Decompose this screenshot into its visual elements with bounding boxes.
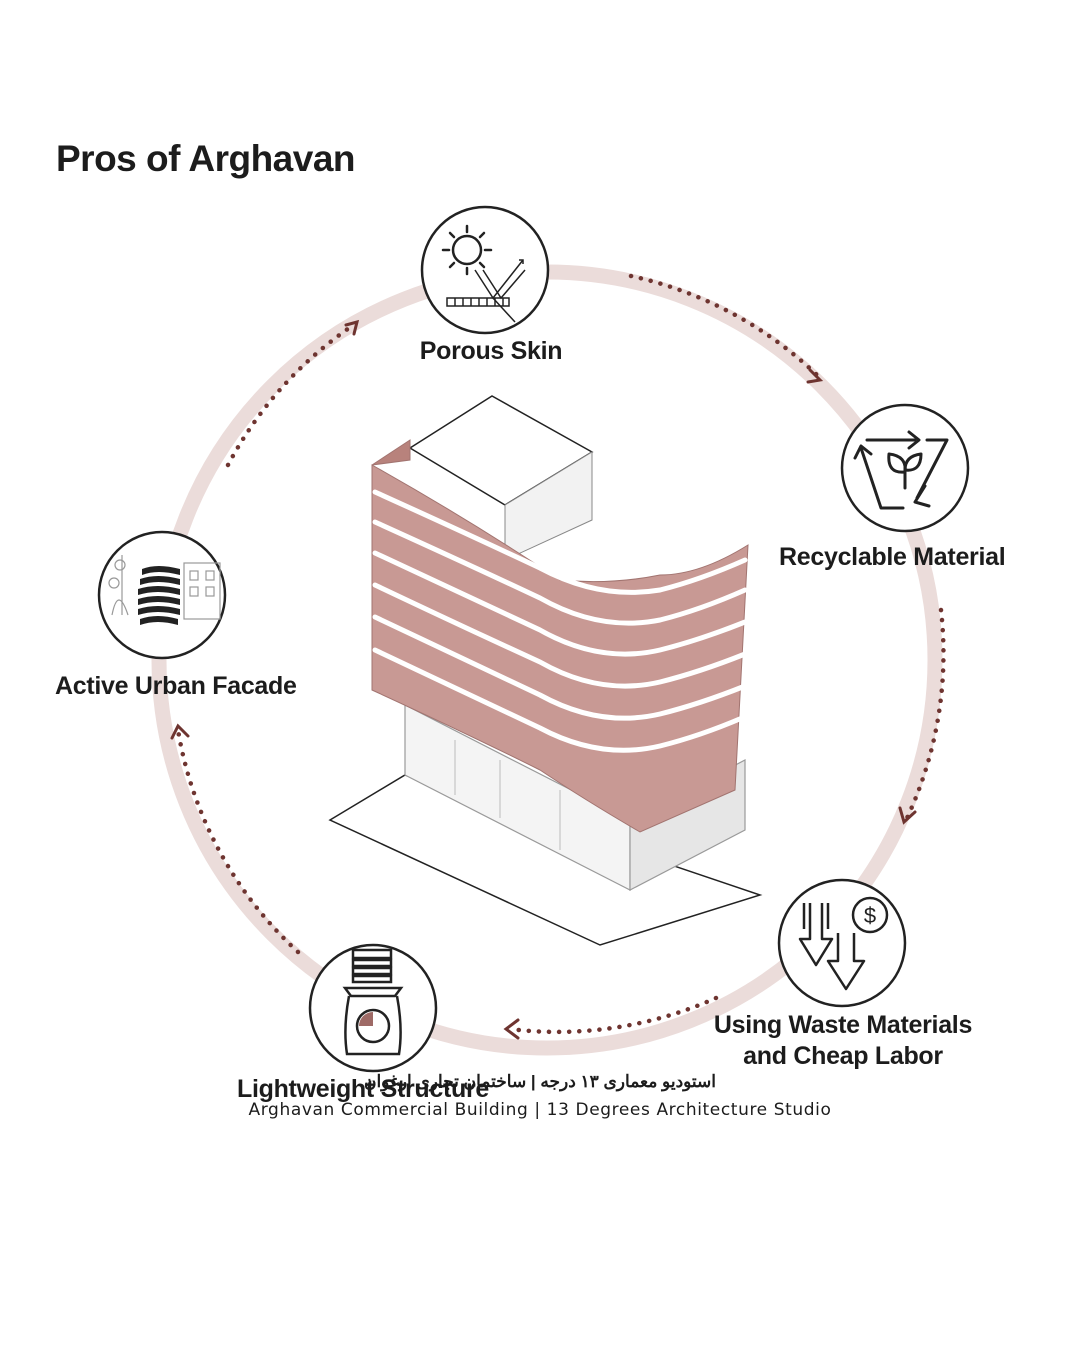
building-illustration: [328, 395, 763, 946]
waste-materials-label-line2: and Cheap Labor: [743, 1042, 943, 1070]
recyclable-material-label: Recyclable Material: [779, 543, 1006, 571]
ground-plot: [328, 774, 763, 946]
facade-gaps: [372, 489, 748, 753]
arrow-active-to-porous: [225, 319, 360, 468]
arrow-recyclable-to-waste: [898, 607, 946, 825]
recycle-leaf-icon: [840, 403, 970, 533]
facade-layers: [371, 439, 749, 833]
footer-persian-caption: استودیو معماری ۱۳ درجه | ساختمان تجاری ا…: [363, 1072, 717, 1091]
porous-skin-label: Porous Skin: [419, 337, 563, 365]
arrow-porous-to-recyclable: [628, 273, 824, 384]
weighing-scale-icon: [308, 943, 438, 1073]
page-title: Pros of Arghavan: [56, 138, 356, 179]
down-arrows-dollar-icon: $: [777, 878, 907, 1008]
sun-reflection-icon: [420, 205, 550, 335]
waste-materials-label: Using Waste Materials and Cheap Labor: [714, 1010, 972, 1072]
urban-facade-icon: [97, 530, 227, 660]
footer-english-caption: Arghavan Commercial Building | 13 Degree…: [248, 1100, 832, 1120]
arrow-waste-to-lightweight: [503, 995, 719, 1040]
svg-text:$: $: [864, 903, 876, 928]
dotted-arrows: [170, 273, 946, 1040]
waste-materials-label-line1: Using Waste Materials: [713, 1011, 973, 1039]
active-urban-facade-label: Active Urban Facade: [55, 672, 297, 700]
arrow-lightweight-to-active: [170, 723, 301, 955]
lightweight-structure-label: Lightweight Structure: [236, 1075, 490, 1103]
